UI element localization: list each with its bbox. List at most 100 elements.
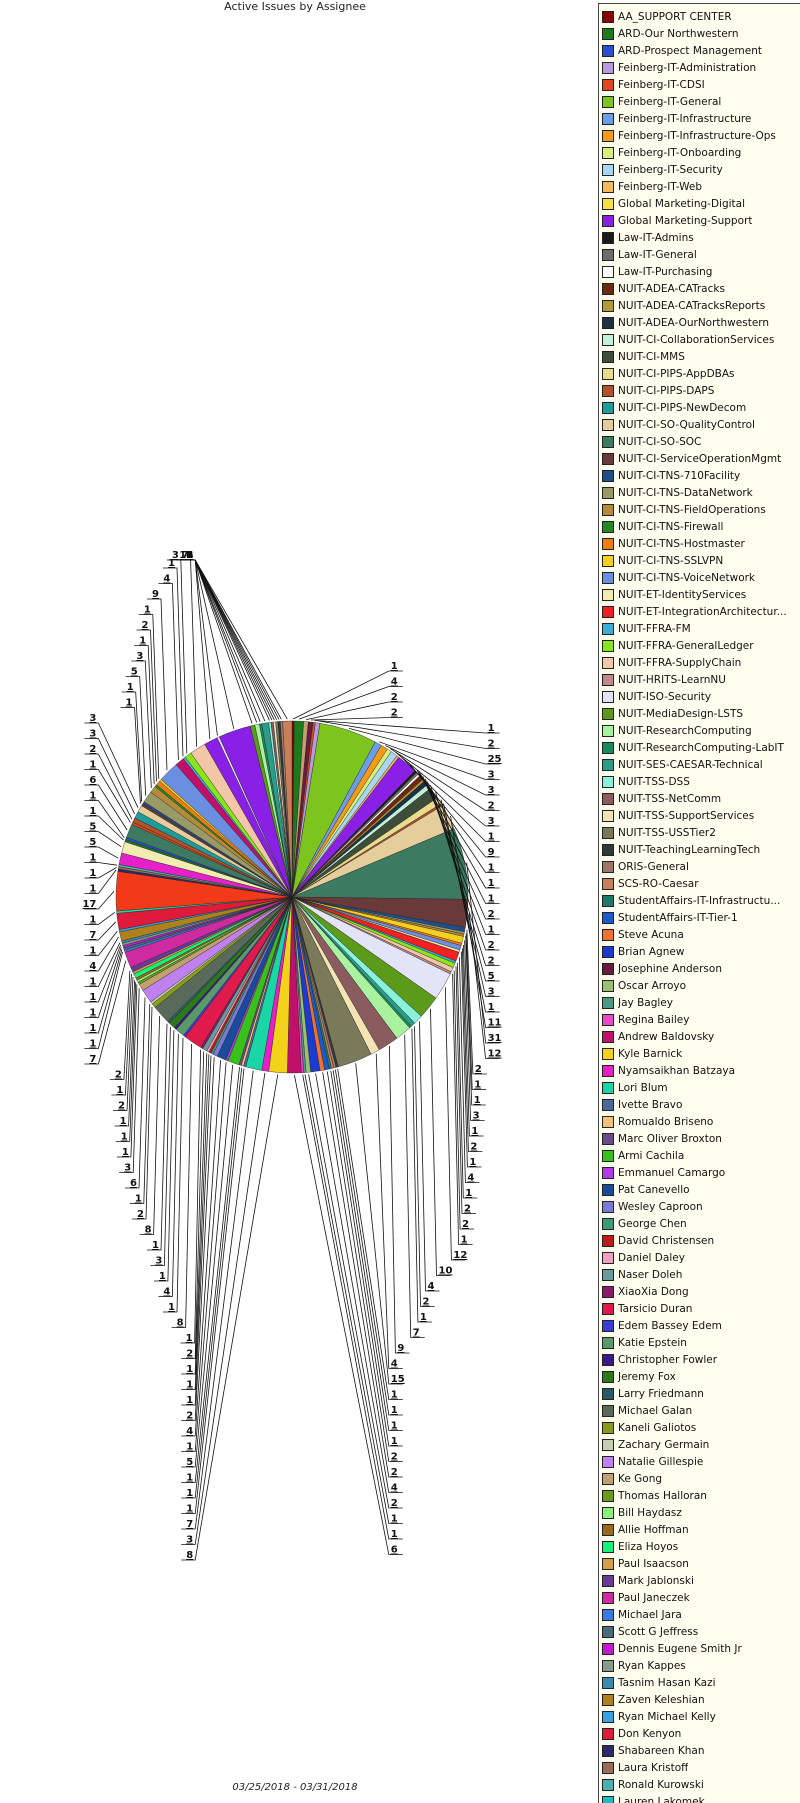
data-label: 2	[89, 744, 96, 755]
legend-label: Edem Bassey Edem	[618, 1320, 722, 1332]
data-label: 2	[475, 1064, 482, 1075]
legend-label: Feinberg-IT-Infrastructure	[618, 113, 751, 125]
data-label: 1	[89, 915, 96, 926]
data-label: 1	[168, 558, 175, 569]
legend-item: Tarsicio Duran	[602, 1300, 692, 1317]
legend-label: Mark Jablonski	[618, 1575, 694, 1587]
legend-item: Allie Hoffman	[602, 1521, 689, 1538]
legend-label: Feinberg-IT-Infrastructure-Ops	[618, 130, 776, 142]
legend-swatch	[602, 1694, 614, 1706]
legend-item: NUIT-TSS-USSTier2	[602, 824, 716, 841]
legend-item: Feinberg-IT-Infrastructure	[602, 110, 751, 127]
legend-label: Ke Gong	[618, 1473, 662, 1485]
legend-item: Jay Bagley	[602, 994, 673, 1011]
legend-item: Steve Acuna	[602, 926, 684, 943]
legend-item: NUIT-CI-SO-QualityControl	[602, 416, 755, 433]
data-label: 1	[186, 1333, 193, 1344]
legend-swatch	[602, 1677, 614, 1689]
legend-label: Romualdo Briseno	[618, 1116, 713, 1128]
legend-item: NUIT-ResearchComputing-LabIT	[602, 739, 784, 756]
data-label: 3	[89, 729, 96, 740]
legend-swatch	[602, 538, 614, 550]
data-label: 3	[124, 1163, 131, 1174]
legend-item: NUIT-CI-TNS-FieldOperations	[602, 501, 766, 518]
legend-item: NUIT-CI-CollaborationServices	[602, 331, 774, 348]
legend-swatch	[602, 1354, 614, 1366]
leader-line	[131, 661, 151, 788]
legend-item: NUIT-HRITS-LearnNU	[602, 671, 726, 688]
legend-swatch	[602, 1524, 614, 1536]
data-label: 1	[186, 1442, 193, 1453]
data-label: 2	[137, 1209, 144, 1220]
legend-item: Tasnim Hasan Kazi	[602, 1674, 716, 1691]
legend-label: Marc Oliver Broxton	[618, 1133, 722, 1145]
leader-line	[389, 1046, 409, 1353]
legend-item: Feinberg-IT-Onboarding	[602, 144, 741, 161]
legend-swatch	[602, 28, 614, 40]
legend-swatch	[602, 861, 614, 873]
data-label: 4	[391, 677, 398, 688]
legend-swatch	[602, 827, 614, 839]
legend-label: NUIT-CI-MMS	[618, 351, 685, 363]
legend-label: Armi Cachila	[618, 1150, 684, 1162]
legend-swatch	[602, 691, 614, 703]
legend-label: Andrew Baldovsky	[618, 1031, 714, 1043]
data-label: 1	[420, 1312, 427, 1323]
legend-label: NUIT-ET-IdentityServices	[618, 589, 746, 601]
data-label: 2	[462, 1219, 469, 1230]
legend-item: Marc Oliver Broxton	[602, 1130, 722, 1147]
legend-item: Romualdo Briseno	[602, 1113, 713, 1130]
legend-item: NUIT-CI-TNS-710Facility	[602, 467, 740, 484]
legend-swatch	[602, 419, 614, 431]
legend-label: Lori Blum	[618, 1082, 668, 1094]
legend-item: George Chen	[602, 1215, 687, 1232]
legend-swatch	[602, 1133, 614, 1145]
data-label: 8	[186, 1550, 193, 1561]
data-label: 9	[152, 589, 159, 600]
legend-item: Law-IT-Purchasing	[602, 263, 712, 280]
legend-swatch	[602, 1286, 614, 1298]
legend-item: NUIT-FFRA-GeneralLedger	[602, 637, 754, 654]
legend-label: George Chen	[618, 1218, 687, 1230]
leader-line	[467, 863, 500, 1043]
leader-line	[181, 560, 252, 724]
legend-swatch	[602, 640, 614, 652]
legend-swatch	[602, 334, 614, 346]
data-label: 7	[413, 1328, 420, 1339]
legend-swatch	[602, 725, 614, 737]
legend-item: Mark Jablonski	[602, 1572, 694, 1589]
legend-item: NUIT-CI-SO-SOC	[602, 433, 701, 450]
data-label: 10	[439, 1266, 453, 1277]
data-label: 1	[186, 1380, 193, 1391]
legend-swatch	[602, 1082, 614, 1094]
legend-label: Nyamsaikhan Batzaya	[618, 1065, 735, 1077]
legend-item: Lori Blum	[602, 1079, 668, 1096]
legend-label: NUIT-HRITS-LearnNU	[618, 674, 726, 686]
data-label: 1	[391, 1405, 398, 1416]
legend-item: Scott G Jeffress	[602, 1623, 698, 1640]
data-label: 2	[488, 940, 495, 951]
data-label: 4	[163, 1287, 170, 1298]
legend-label: NUIT-ADEA-CATracksReports	[618, 300, 765, 312]
data-label: 1	[159, 1271, 166, 1282]
data-label: 3	[488, 785, 495, 796]
data-label: 1	[186, 1504, 193, 1515]
legend-item: NUIT-TeachingLearningTech	[602, 841, 760, 858]
data-label: 1	[186, 1488, 193, 1499]
data-label: 2	[115, 1070, 122, 1081]
data-label: 5	[89, 837, 96, 848]
data-label: 3	[136, 651, 143, 662]
legend-swatch	[602, 1490, 614, 1502]
legend-swatch	[602, 878, 614, 890]
leader-line	[376, 1054, 403, 1369]
legend-swatch	[602, 249, 614, 261]
legend-label: Zaven Keleshian	[618, 1694, 705, 1706]
legend-label: Brian Agnew	[618, 946, 684, 958]
legend-label: Michael Galan	[618, 1405, 692, 1417]
legend-item: Christopher Fowler	[602, 1351, 717, 1368]
legend-label: NUIT-TSS-DSS	[618, 776, 690, 788]
legend-swatch	[602, 1150, 614, 1162]
data-label: 2	[391, 708, 398, 719]
legend-label: NUIT-FFRA-GeneralLedger	[618, 640, 754, 652]
legend-swatch	[602, 946, 614, 958]
